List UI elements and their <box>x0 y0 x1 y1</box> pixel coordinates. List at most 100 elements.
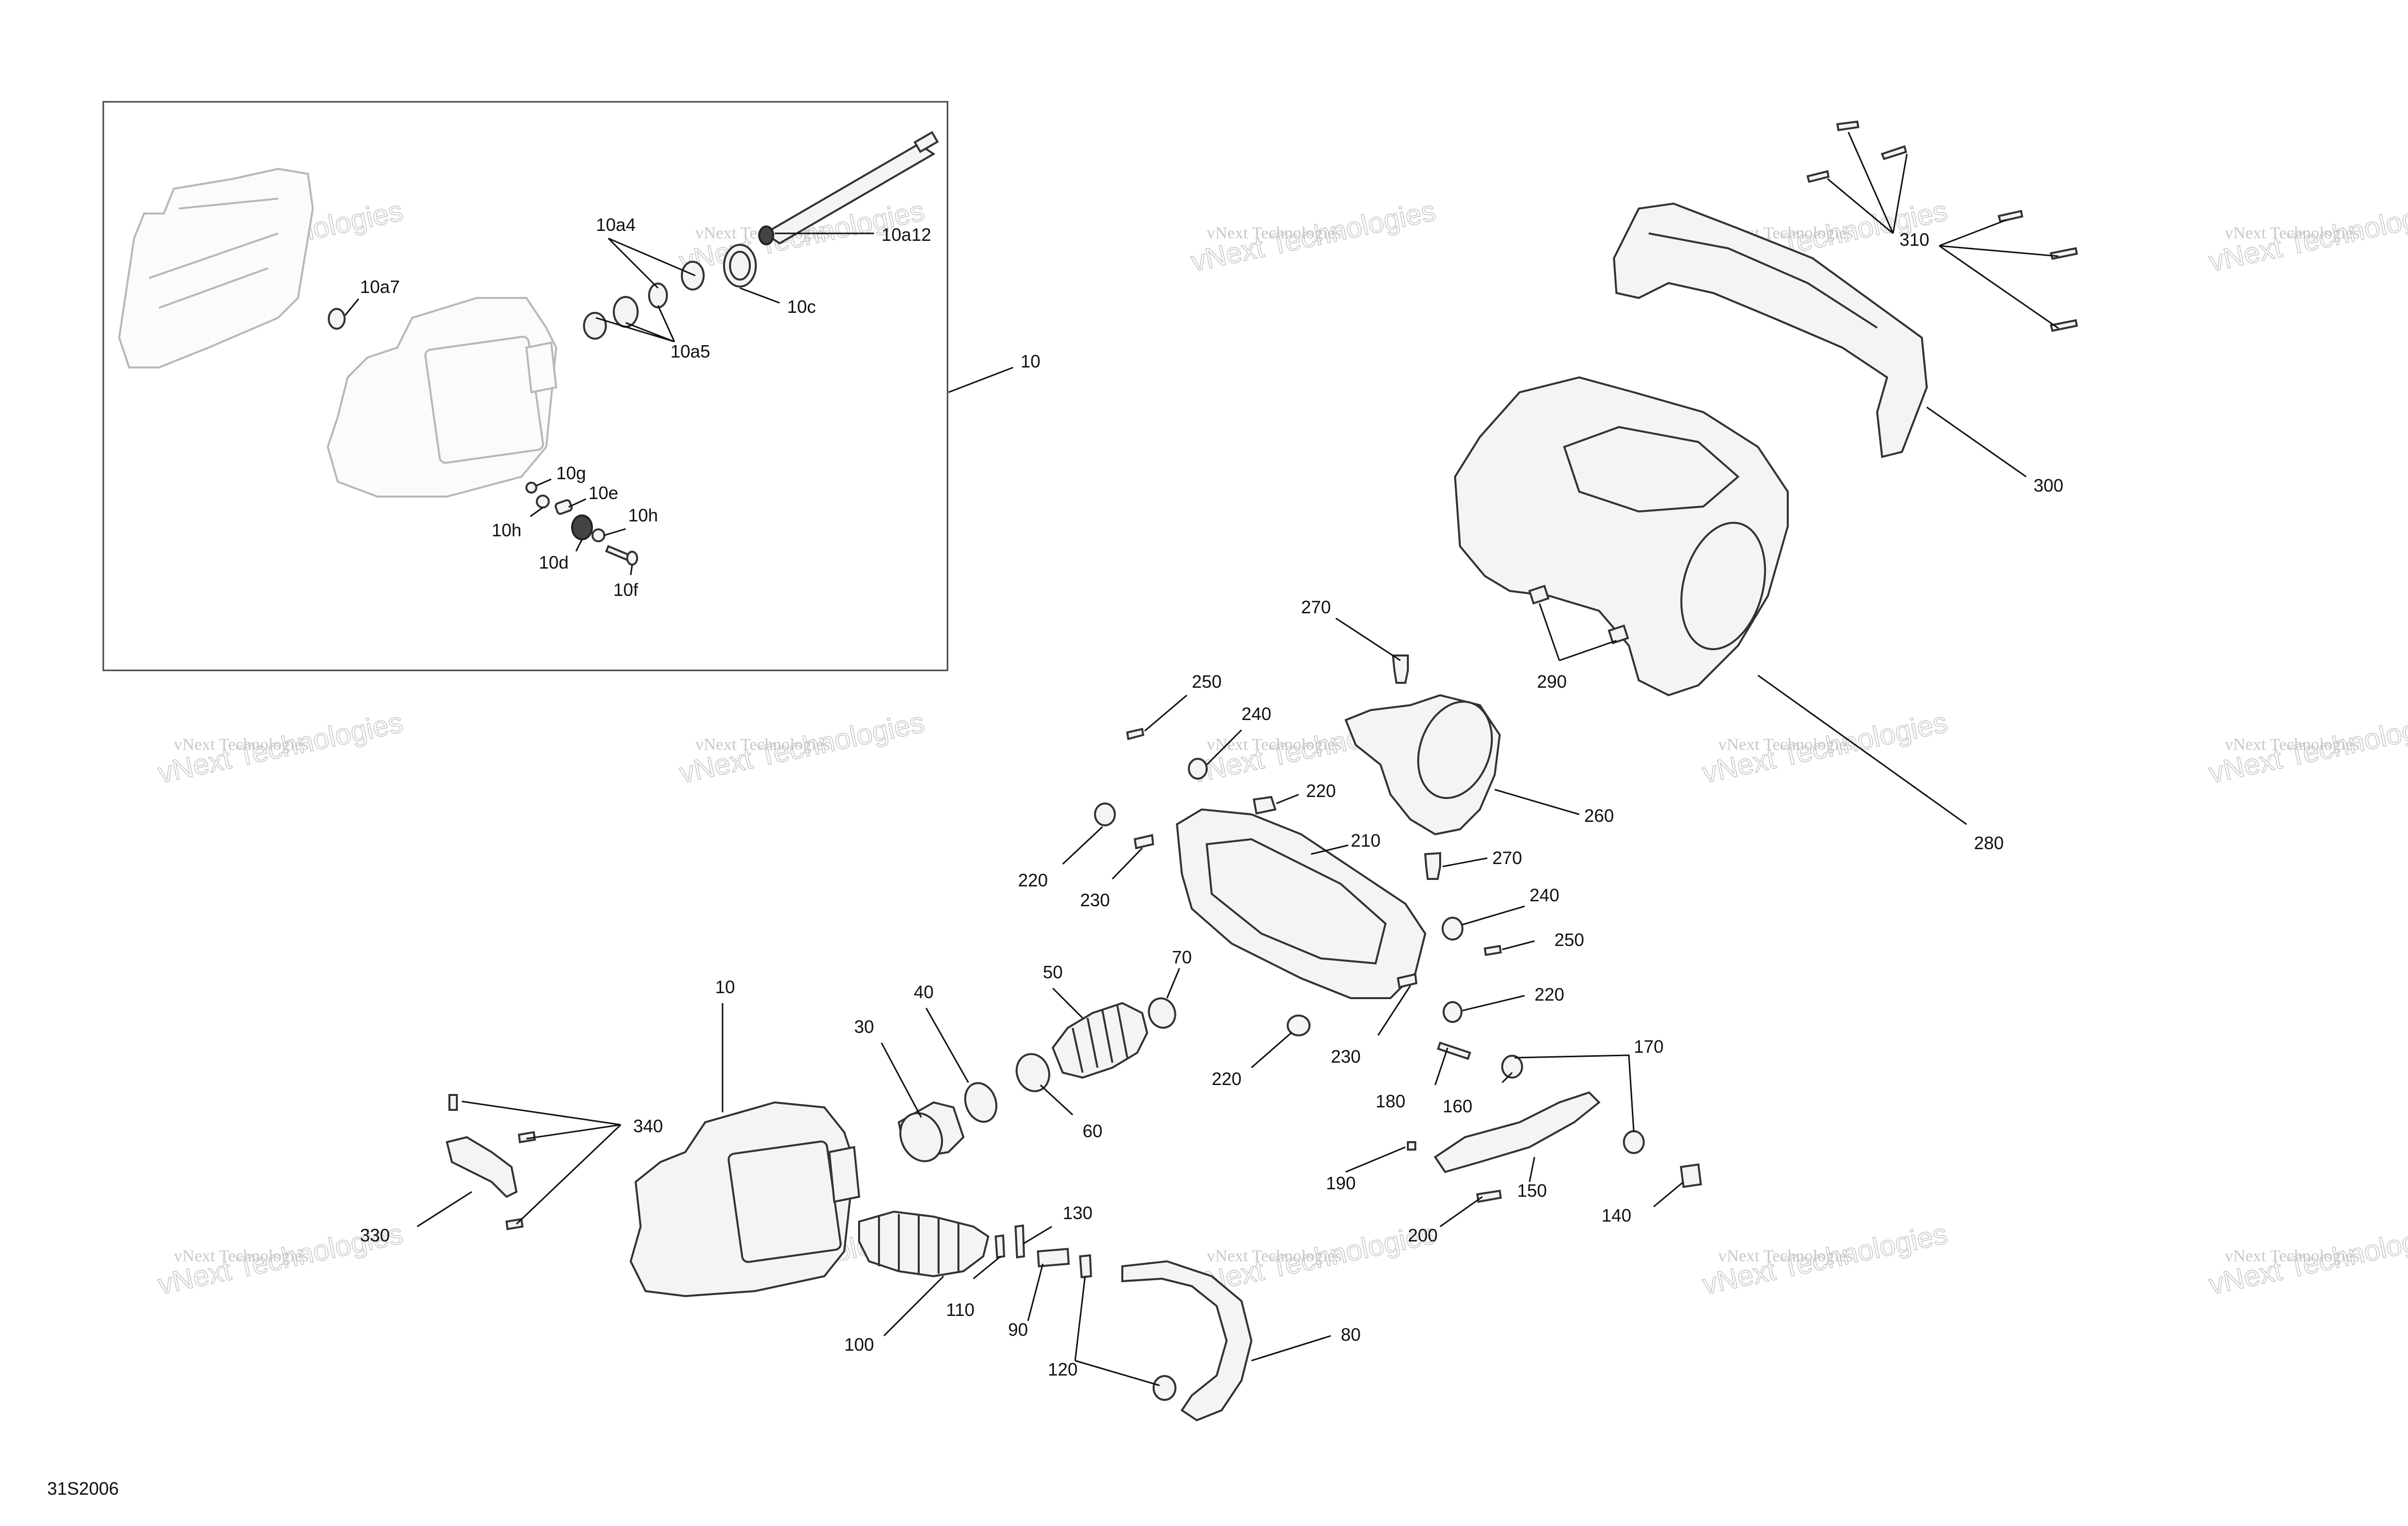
watermark: vNext Technologies vNext Technologies <box>676 706 928 790</box>
watermark: vNext Technologies vNext Technologies <box>2206 1217 2408 1301</box>
clamp-120-a <box>1079 1254 1093 1279</box>
watermark-line1: vNext Technologies <box>2225 735 2360 754</box>
pin-180 <box>1437 1041 1471 1060</box>
label-270-bottom: 270 <box>1492 848 1522 868</box>
nut-240-b <box>1442 917 1463 941</box>
screw-200 <box>1476 1189 1502 1203</box>
label-50: 50 <box>1043 962 1063 982</box>
label-10a4: 10a4 <box>596 215 636 235</box>
inset-gearbox-panel <box>424 336 544 464</box>
watermark-line1: vNext Technologies <box>2225 1247 2360 1265</box>
cover-280-duct <box>1563 426 1740 513</box>
label-220-left: 220 <box>1018 870 1048 890</box>
bolt-250-b <box>1483 945 1502 956</box>
label-270-top: 270 <box>1301 597 1331 617</box>
cover-280-opening <box>1680 521 1766 651</box>
nut-160 <box>1501 1055 1523 1079</box>
label-90: 90 <box>1008 1319 1028 1340</box>
upper-right-parts <box>1454 120 2078 697</box>
label-280: 280 <box>1974 833 2004 853</box>
label-170: 170 <box>1634 1036 1664 1057</box>
bolt-340-b <box>517 1131 536 1144</box>
washer-10g <box>525 482 537 494</box>
nut-220-a <box>1252 796 1277 815</box>
nut-240-a <box>1188 758 1208 780</box>
screw-270-b <box>1424 852 1441 880</box>
bolt-310-c <box>1806 170 1830 183</box>
screw-290-a <box>1528 584 1550 605</box>
shaft-10a12-end <box>913 131 939 153</box>
watermark-line1: vNext Technologies <box>174 735 309 754</box>
o-ring-10a5-large <box>583 312 607 340</box>
label-100: 100 <box>844 1334 874 1355</box>
label-230-bottom: 230 <box>1331 1046 1361 1067</box>
watermark-line1: vNext Technologies <box>1207 1247 1342 1265</box>
label-240-top: 240 <box>1241 704 1271 724</box>
bolt-310-b <box>1881 145 1907 160</box>
label-150: 150 <box>1517 1180 1547 1201</box>
label-10c: 10c <box>787 296 816 317</box>
label-250-bottom: 250 <box>1554 930 1584 950</box>
bracket-330 <box>445 1136 518 1198</box>
label-200: 200 <box>1408 1225 1438 1245</box>
label-10h-right: 10h <box>628 505 658 525</box>
bolt-310-e <box>2049 247 2078 260</box>
diagram-code: 31S2006 <box>47 1478 119 1499</box>
bracket-210-inner <box>1205 838 1387 965</box>
label-260: 260 <box>1584 805 1614 826</box>
bolt-10f-head <box>626 551 638 566</box>
adapter-30-ring <box>899 1112 943 1163</box>
grommet-10d <box>571 514 593 540</box>
leader-lines <box>344 132 2059 1386</box>
label-290: 290 <box>1537 671 1567 692</box>
callout-labels: 10 10a12 10a4 10c 10a7 10a5 10g 10e 10h … <box>47 215 2063 1499</box>
bushing-140 <box>1679 1163 1702 1188</box>
inset-housing-cover <box>118 167 314 368</box>
bolt-250-a <box>1126 727 1145 740</box>
label-10a5: 10a5 <box>670 341 710 362</box>
bolt-340-a <box>448 1094 458 1111</box>
nut-220-c <box>1443 1001 1462 1023</box>
label-340: 340 <box>633 1116 663 1136</box>
nut-220-b <box>1094 802 1116 826</box>
o-ring-10a4-small <box>648 283 668 308</box>
screw-270-a <box>1391 654 1409 684</box>
o-ring-10a4 <box>681 261 705 291</box>
label-240-bottom: 240 <box>1530 885 1559 905</box>
label-10a12: 10a12 <box>881 224 931 245</box>
watermark-line1: vNext Technologies <box>1207 224 1342 242</box>
label-130: 130 <box>1063 1203 1093 1223</box>
label-10e: 10e <box>588 483 618 503</box>
o-ring-10a7 <box>328 308 346 330</box>
label-300: 300 <box>2034 475 2063 496</box>
gearbox-10-panel <box>728 1140 842 1263</box>
label-10a7: 10a7 <box>360 277 400 297</box>
bolt-310-d <box>1997 210 2024 223</box>
shaft-10a12 <box>763 143 936 245</box>
label-220-right: 220 <box>1534 984 1564 1005</box>
bolt-230-a <box>1133 834 1155 850</box>
screw-190 <box>1407 1141 1416 1151</box>
screw-290-b <box>1607 624 1629 645</box>
label-140: 140 <box>1602 1205 1631 1226</box>
watermark-line1: vNext Technologies <box>1718 735 1853 754</box>
clamp-120-b <box>1153 1375 1176 1401</box>
link-arm-150 <box>1434 1091 1601 1173</box>
label-10g: 10g <box>556 463 586 483</box>
label-70: 70 <box>1172 947 1192 967</box>
fitting-130 <box>1014 1224 1025 1259</box>
nut-220-d <box>1287 1015 1311 1036</box>
middle-parts <box>1094 654 1502 1036</box>
bracket-300-inner <box>1648 232 1878 329</box>
shaft-10a12-tip <box>758 225 774 245</box>
watermark-line1: vNext Technologies <box>695 735 830 754</box>
label-220-top: 220 <box>1306 781 1336 801</box>
washer-10h-left <box>536 495 550 509</box>
label-10-inset: 10 <box>1021 351 1040 371</box>
watermark-line1: vNext Technologies <box>174 1247 309 1265</box>
label-160: 160 <box>1443 1096 1472 1116</box>
inset-frame <box>102 101 949 671</box>
inset-housing-cover-detail <box>148 198 279 309</box>
label-10h-left: 10h <box>492 520 521 540</box>
